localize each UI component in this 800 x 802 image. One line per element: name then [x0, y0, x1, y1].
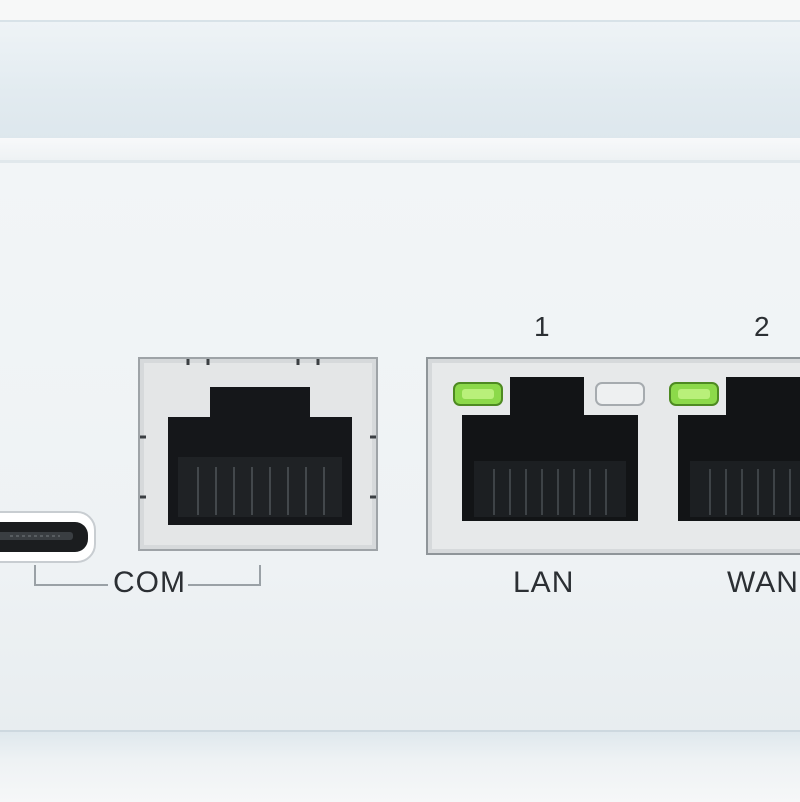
- com-label: COM: [113, 566, 186, 599]
- chassis-top-edge: [0, 0, 800, 20]
- com-bracket: [34, 565, 261, 586]
- lan-activity-led: [595, 382, 645, 406]
- wan-label: WAN: [727, 566, 799, 599]
- com-port[interactable]: [138, 357, 380, 553]
- port-1-number: 1: [534, 311, 550, 342]
- chassis-top-rail: [0, 20, 800, 143]
- wan-port[interactable]: [664, 375, 800, 525]
- lan-port[interactable]: [448, 375, 648, 525]
- chassis-bottom-lip: [0, 730, 800, 802]
- port-2-number: 2: [754, 311, 770, 342]
- usb-port[interactable]: [0, 510, 100, 565]
- chassis-rail-gap: [0, 138, 800, 160]
- lan-label: LAN: [513, 566, 575, 599]
